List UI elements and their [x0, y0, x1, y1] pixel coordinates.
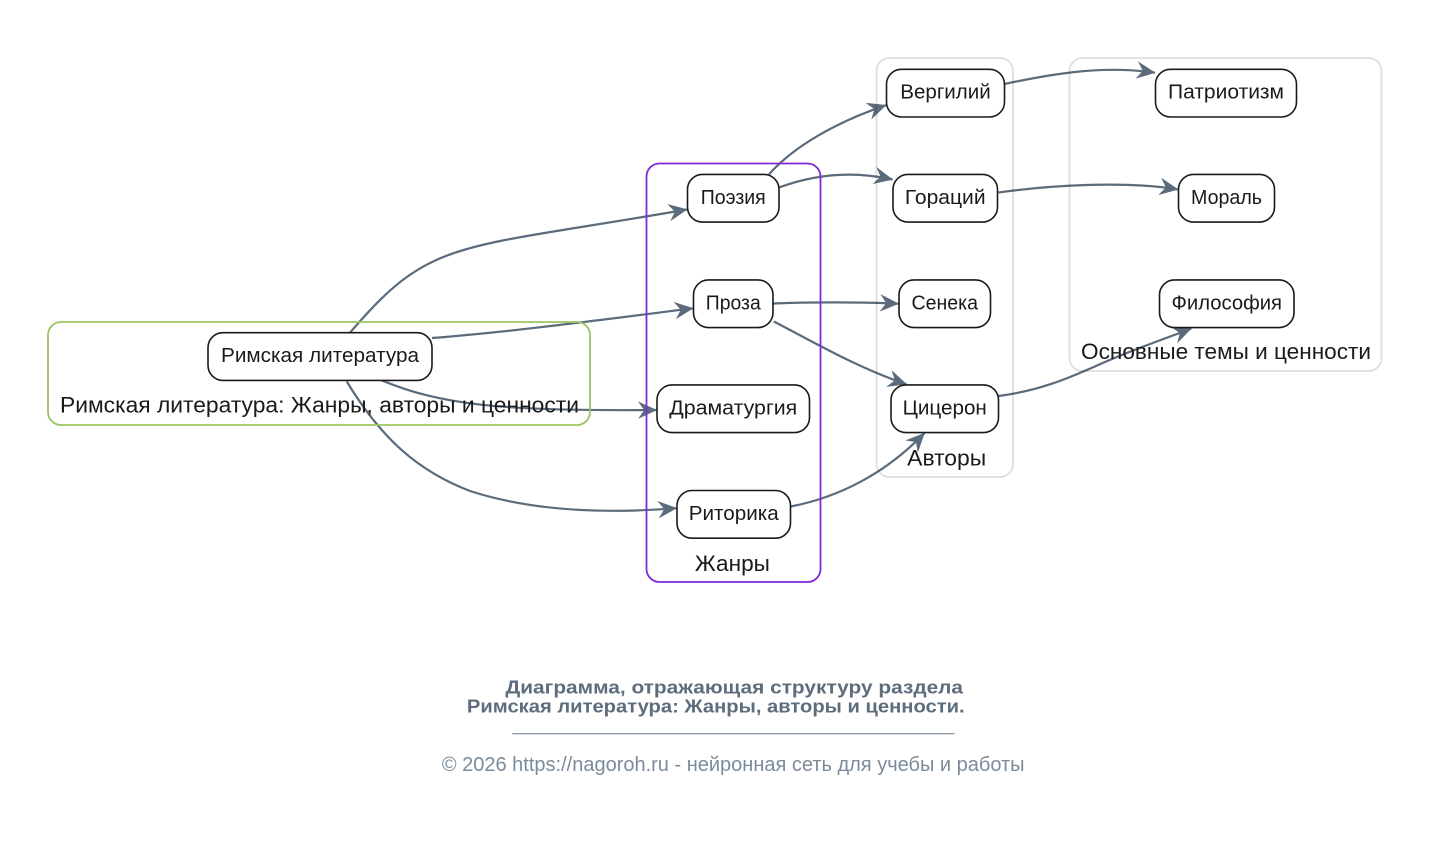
svg-text:Римская литература: Жанры, авт: Римская литература: Жанры, авторы и ценн…	[467, 697, 965, 717]
svg-text:Риторика: Риторика	[689, 503, 780, 525]
svg-text:Вергилий: Вергилий	[900, 82, 991, 104]
svg-text:Поэзия: Поэзия	[701, 187, 766, 209]
svg-text:Мораль: Мораль	[1191, 187, 1262, 209]
svg-text:Цицерон: Цицерон	[903, 397, 987, 419]
svg-text:Римская литература: Римская литература	[221, 345, 420, 367]
svg-text:Диаграмма, отражающая структур: Диаграмма, отражающая структуру раздела	[505, 677, 964, 697]
svg-text:Сенека: Сенека	[912, 292, 979, 314]
svg-text:© 2026 https://nagoroh.ru - не: © 2026 https://nagoroh.ru - нейронная се…	[442, 754, 1025, 776]
svg-text:Основные темы и ценности: Основные темы и ценности	[1081, 339, 1371, 364]
svg-text:Гораций: Гораций	[905, 187, 986, 209]
svg-text:Римская литература: Жанры, авт: Римская литература: Жанры, авторы и ценн…	[60, 392, 579, 417]
svg-text:Проза: Проза	[706, 292, 762, 314]
svg-text:Авторы: Авторы	[907, 446, 986, 471]
svg-text:Патриотизм: Патриотизм	[1168, 82, 1284, 104]
svg-text:Философия: Философия	[1172, 292, 1283, 314]
svg-text:Жанры: Жанры	[695, 551, 770, 576]
svg-text:Драматургия: Драматургия	[669, 397, 797, 419]
